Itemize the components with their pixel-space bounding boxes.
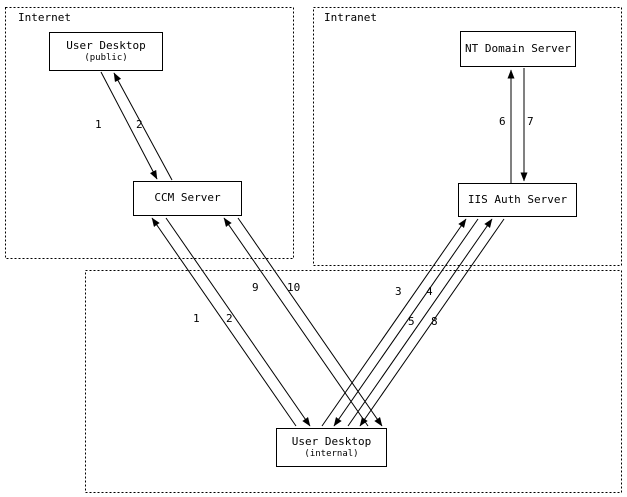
flow-5-line (347, 218, 493, 427)
flow-4-line (333, 218, 479, 427)
zone-internal-border (85, 270, 622, 493)
flow-9-line (223, 217, 369, 427)
edge-label-1-internal: 1 (193, 312, 200, 325)
connector-iis-ntdomain (507, 68, 528, 183)
edge-label-5: 5 (408, 315, 415, 328)
edge-label-2-public: 2 (136, 118, 143, 131)
node-user-desktop-internal-title: User Desktop (291, 435, 372, 448)
node-user-desktop-public-subtitle: (public) (84, 52, 128, 63)
edge-label-3: 3 (395, 285, 402, 298)
node-user-desktop-public[interactable]: User Desktop (public) (49, 32, 163, 71)
node-nt-domain-server-title: NT Domain Server (465, 41, 571, 55)
zone-intranet-border (313, 7, 622, 266)
edge-label-1-public: 1 (95, 118, 102, 131)
flow-8-line (359, 218, 505, 427)
node-nt-domain-server[interactable]: NT Domain Server (460, 31, 576, 67)
flow-1b-line (151, 217, 297, 427)
node-user-desktop-internal-subtitle: (internal) (304, 448, 359, 459)
flow-10-line (237, 217, 383, 427)
connector-ccm-internal-12 (151, 217, 311, 427)
connector-ccm-internal-910 (223, 217, 383, 427)
node-ccm-server[interactable]: CCM Server (133, 181, 242, 216)
zone-label-internet: Internet (18, 11, 71, 24)
flow-1-line (100, 71, 158, 180)
flow-3-line (321, 218, 467, 427)
edge-label-2-internal: 2 (226, 312, 233, 325)
zone-label-intranet: Intranet (324, 11, 377, 24)
connector-public-ccm (100, 71, 173, 181)
flow-2b-line (165, 217, 311, 427)
connector-internal-iis-58 (347, 218, 505, 427)
edge-label-6: 6 (499, 115, 506, 128)
node-iis-auth-server[interactable]: IIS Auth Server (458, 183, 577, 217)
node-ccm-server-title: CCM Server (154, 191, 221, 205)
edge-label-10: 10 (287, 281, 301, 294)
connector-internal-iis-34 (321, 218, 479, 427)
zone-internet-border (5, 7, 294, 259)
edge-label-7: 7 (527, 115, 534, 128)
node-iis-auth-server-title: IIS Auth Server (467, 192, 568, 206)
edge-label-4: 4 (426, 285, 433, 298)
flow-2-line (113, 72, 173, 181)
node-user-desktop-public-title: User Desktop (66, 39, 146, 52)
edge-label-9: 9 (252, 281, 259, 294)
edge-label-8: 8 (431, 315, 438, 328)
node-user-desktop-internal[interactable]: User Desktop (internal) (276, 428, 387, 467)
